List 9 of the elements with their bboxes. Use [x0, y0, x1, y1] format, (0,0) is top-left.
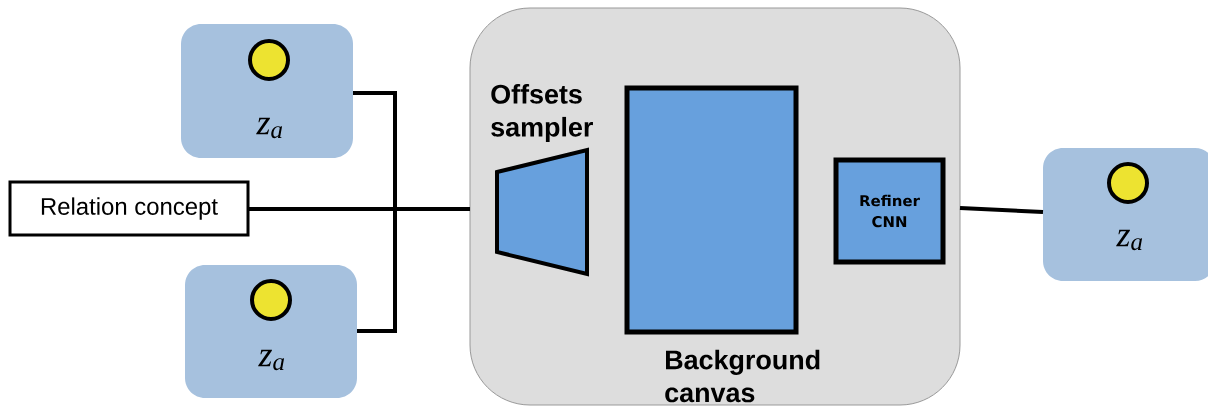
heading: Offsets sampler	[491, 84, 593, 142]
latent-box: z$_{a}$	[1043, 148, 1208, 281]
refiner-box: Refiner CNN	[833, 157, 946, 265]
text-box: Relation concept	[8, 180, 250, 237]
heading: Background canvas	[665, 349, 820, 403]
connector-line	[357, 207, 470, 333]
latent-box: z$_{a}$	[181, 24, 353, 158]
connector-line	[959, 206, 1044, 214]
latent-box: z$_{a}$	[185, 265, 357, 398]
